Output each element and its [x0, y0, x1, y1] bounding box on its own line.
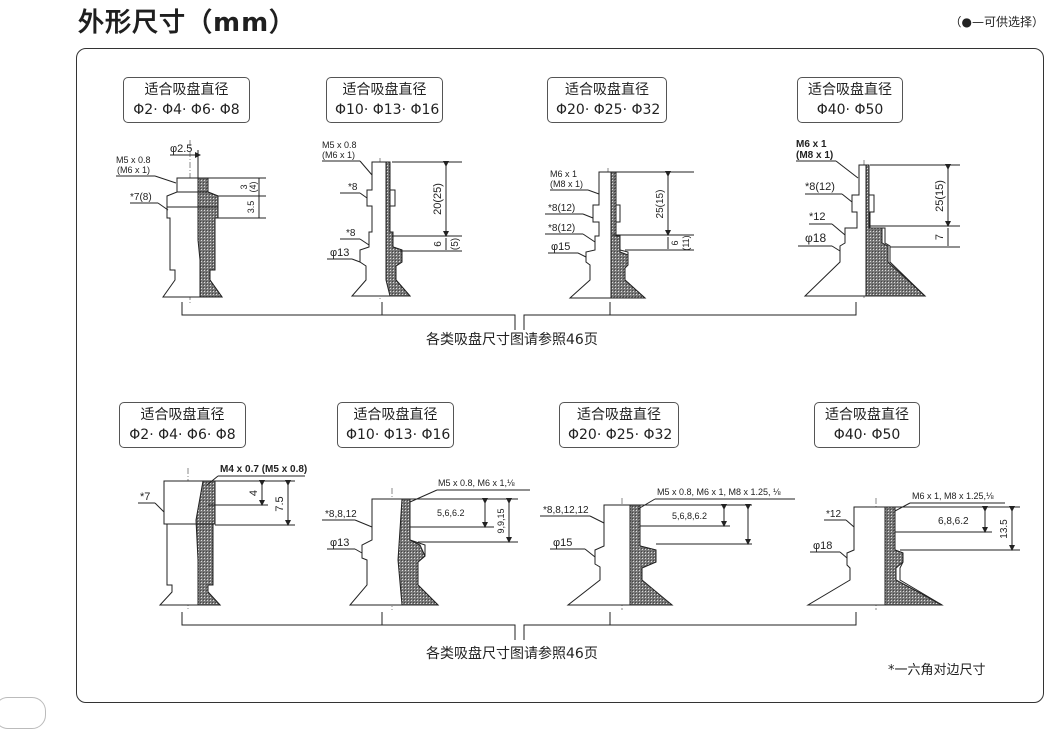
badge-label: 适合吸盘直径: [565, 82, 649, 98]
hex-nut-label: *8(12): [805, 181, 835, 193]
thread-label: M5 x 0.8: [116, 155, 151, 165]
fitting-drawing: M5 x 0.8, M6 x 1, M8 x 1.25, ⅛ *8,8,12,1…: [540, 487, 795, 610]
size-badge: 适合吸盘直径 Φ40· Φ50: [814, 402, 920, 448]
hex-nut-label: *8: [348, 182, 358, 193]
size-badge: 适合吸盘直径 Φ2· Φ4· Φ6· Φ8: [119, 402, 246, 448]
dim-b-label: 7.5: [274, 496, 286, 511]
size-badge: 适合吸盘直径 Φ40· Φ50: [797, 77, 903, 123]
dim-b-alt-label: (5): [450, 238, 461, 250]
reference-bracket: [181, 612, 857, 640]
fitting-drawing: M6 x 1 (M8 x 1) *8(12) *8(12) φ15 25(15)…: [545, 168, 694, 300]
badge-sizes: Φ40· Φ50: [833, 427, 901, 443]
dia-label: φ18: [805, 231, 826, 245]
hex-label: *7(8): [130, 192, 152, 203]
size-badge: 适合吸盘直径 Φ10· Φ13· Φ16: [326, 77, 443, 123]
thread-label: M6 x 1: [550, 169, 577, 179]
thread-label: M6 x 1, M8 x 1.25,⅛: [912, 491, 994, 501]
dim-a-label: 3: [239, 184, 249, 189]
dim-a-label: 20(25): [432, 183, 444, 215]
hex-label: *7: [140, 491, 150, 503]
dia-label: φ15: [551, 241, 570, 253]
badge-sizes: Φ40· Φ50: [816, 102, 884, 118]
badge-label: 适合吸盘直径: [577, 407, 661, 423]
dim-a-label: 4: [248, 490, 260, 496]
dim-b-label: 6: [670, 240, 680, 245]
hex-body-label: *8: [346, 228, 356, 239]
badge-sizes: Φ20· Φ25· Φ32: [556, 102, 661, 118]
dim-b-alt-label: (11): [681, 235, 691, 250]
hex-label: *8,8,12,12: [543, 505, 589, 516]
thread-label: M4 x 0.7 (M5 x 0.8): [220, 464, 307, 475]
thread-label: M6 x 1: [796, 139, 827, 150]
dim-a-label: 5,6,6.2: [437, 508, 465, 518]
fitting-drawing: M6 x 1 (M8 x 1) *8(12) *12 φ18 25(15) 7: [796, 139, 960, 300]
hex-nut-label: *8(12): [548, 203, 575, 214]
dim-a-label: 25(15): [655, 190, 666, 219]
dim-a-label: 5,6,8,6.2: [672, 511, 707, 521]
thread-alt-label: (M8 x 1): [550, 179, 583, 189]
fitting-drawing: M5 x 0.8 (M6 x 1) *8 *8 φ13 20(25) 6 (5): [322, 140, 462, 300]
size-badge: 适合吸盘直径 Φ10· Φ13· Φ16: [337, 402, 454, 448]
badge-label: 适合吸盘直径: [342, 82, 427, 98]
dim-a-alt-label: (4): [248, 181, 258, 192]
dim-b-label: 7: [934, 234, 946, 240]
hex-label: *8,8,12: [325, 509, 357, 520]
thread-alt-label: (M8 x 1): [796, 150, 833, 161]
badge-label: 适合吸盘直径: [353, 407, 438, 423]
size-badge: 适合吸盘直径 Φ20· Φ25· Φ32: [559, 402, 679, 448]
dia-label: φ13: [330, 247, 349, 259]
page-title: 外形尺寸（mm）: [78, 8, 297, 38]
dim-a-label: 25(15): [934, 180, 946, 212]
size-badge: 适合吸盘直径 Φ20· Φ25· Φ32: [547, 77, 667, 123]
bore-label: φ2.5: [170, 143, 192, 155]
reference-caption: 各类吸盘尺寸图请参照46页: [426, 332, 598, 348]
dim-a-label: 6,8,6.2: [938, 516, 969, 527]
fitting-drawing: M6 x 1, M8 x 1.25,⅛ *12 φ18 6,8,6.2 13.5: [806, 491, 1020, 610]
badge-label: 适合吸盘直径: [140, 407, 225, 423]
badge-label: 适合吸盘直径: [808, 82, 892, 98]
thread-label: M5 x 0.8, M6 x 1, M8 x 1.25, ⅛: [657, 487, 781, 497]
dim-b-label: 6: [433, 241, 444, 247]
badge-sizes: Φ2· Φ4· Φ6· Φ8: [133, 102, 240, 118]
fitting-drawing: M4 x 0.7 (M5 x 0.8) *7 4 7.5: [138, 464, 307, 610]
thread-alt-label: (M6 x 1): [117, 165, 150, 175]
badge-sizes: Φ10· Φ13· Φ16: [335, 102, 440, 118]
thread-label: M5 x 0.8: [322, 140, 357, 150]
hex-body-label: *8(12): [548, 223, 575, 234]
drawing-frame: [76, 48, 1044, 703]
thread-alt-label: (M6 x 1): [322, 150, 355, 160]
hex-body-label: *12: [809, 211, 826, 223]
thread-label: M5 x 0.8, M6 x 1,⅛: [438, 478, 515, 488]
fitting-drawing: M5 x 0.8, M6 x 1,⅛ *8,8,12 φ13 5,6,6.2 9…: [322, 478, 530, 610]
footnote: *一六角对边尺寸: [888, 663, 986, 678]
badge-label: 适合吸盘直径: [825, 407, 909, 423]
dim-b-label: 13.5: [999, 519, 1010, 539]
dia-label: φ15: [553, 537, 572, 549]
dim-b-label: 9,9,15: [496, 508, 506, 533]
dia-label: φ13: [330, 537, 349, 549]
hex-label: *12: [826, 509, 841, 520]
size-badge: 适合吸盘直径 Φ2· Φ4· Φ6· Φ8: [123, 77, 250, 123]
fitting-drawing: φ2.5 M5 x 0.8 (M6 x 1) *7(8) 3 (4) 3.5: [116, 140, 266, 305]
badge-sizes: Φ2· Φ4· Φ6· Φ8: [129, 427, 236, 443]
technical-drawings: φ2.5 M5 x 0.8 (M6 x 1) *7(8) 3 (4) 3.5 M…: [116, 139, 1020, 640]
badge-sizes: Φ10· Φ13· Φ16: [346, 427, 451, 443]
badge-sizes: Φ20· Φ25· Φ32: [568, 427, 673, 443]
reference-bracket: [181, 302, 857, 330]
reference-caption: 各类吸盘尺寸图请参照46页: [426, 646, 598, 662]
dim-b-label: 3.5: [246, 201, 256, 214]
badge-label: 适合吸盘直径: [144, 82, 229, 98]
dia-label: φ18: [813, 540, 832, 552]
legend-note: （●—可供选择）: [949, 15, 1044, 29]
